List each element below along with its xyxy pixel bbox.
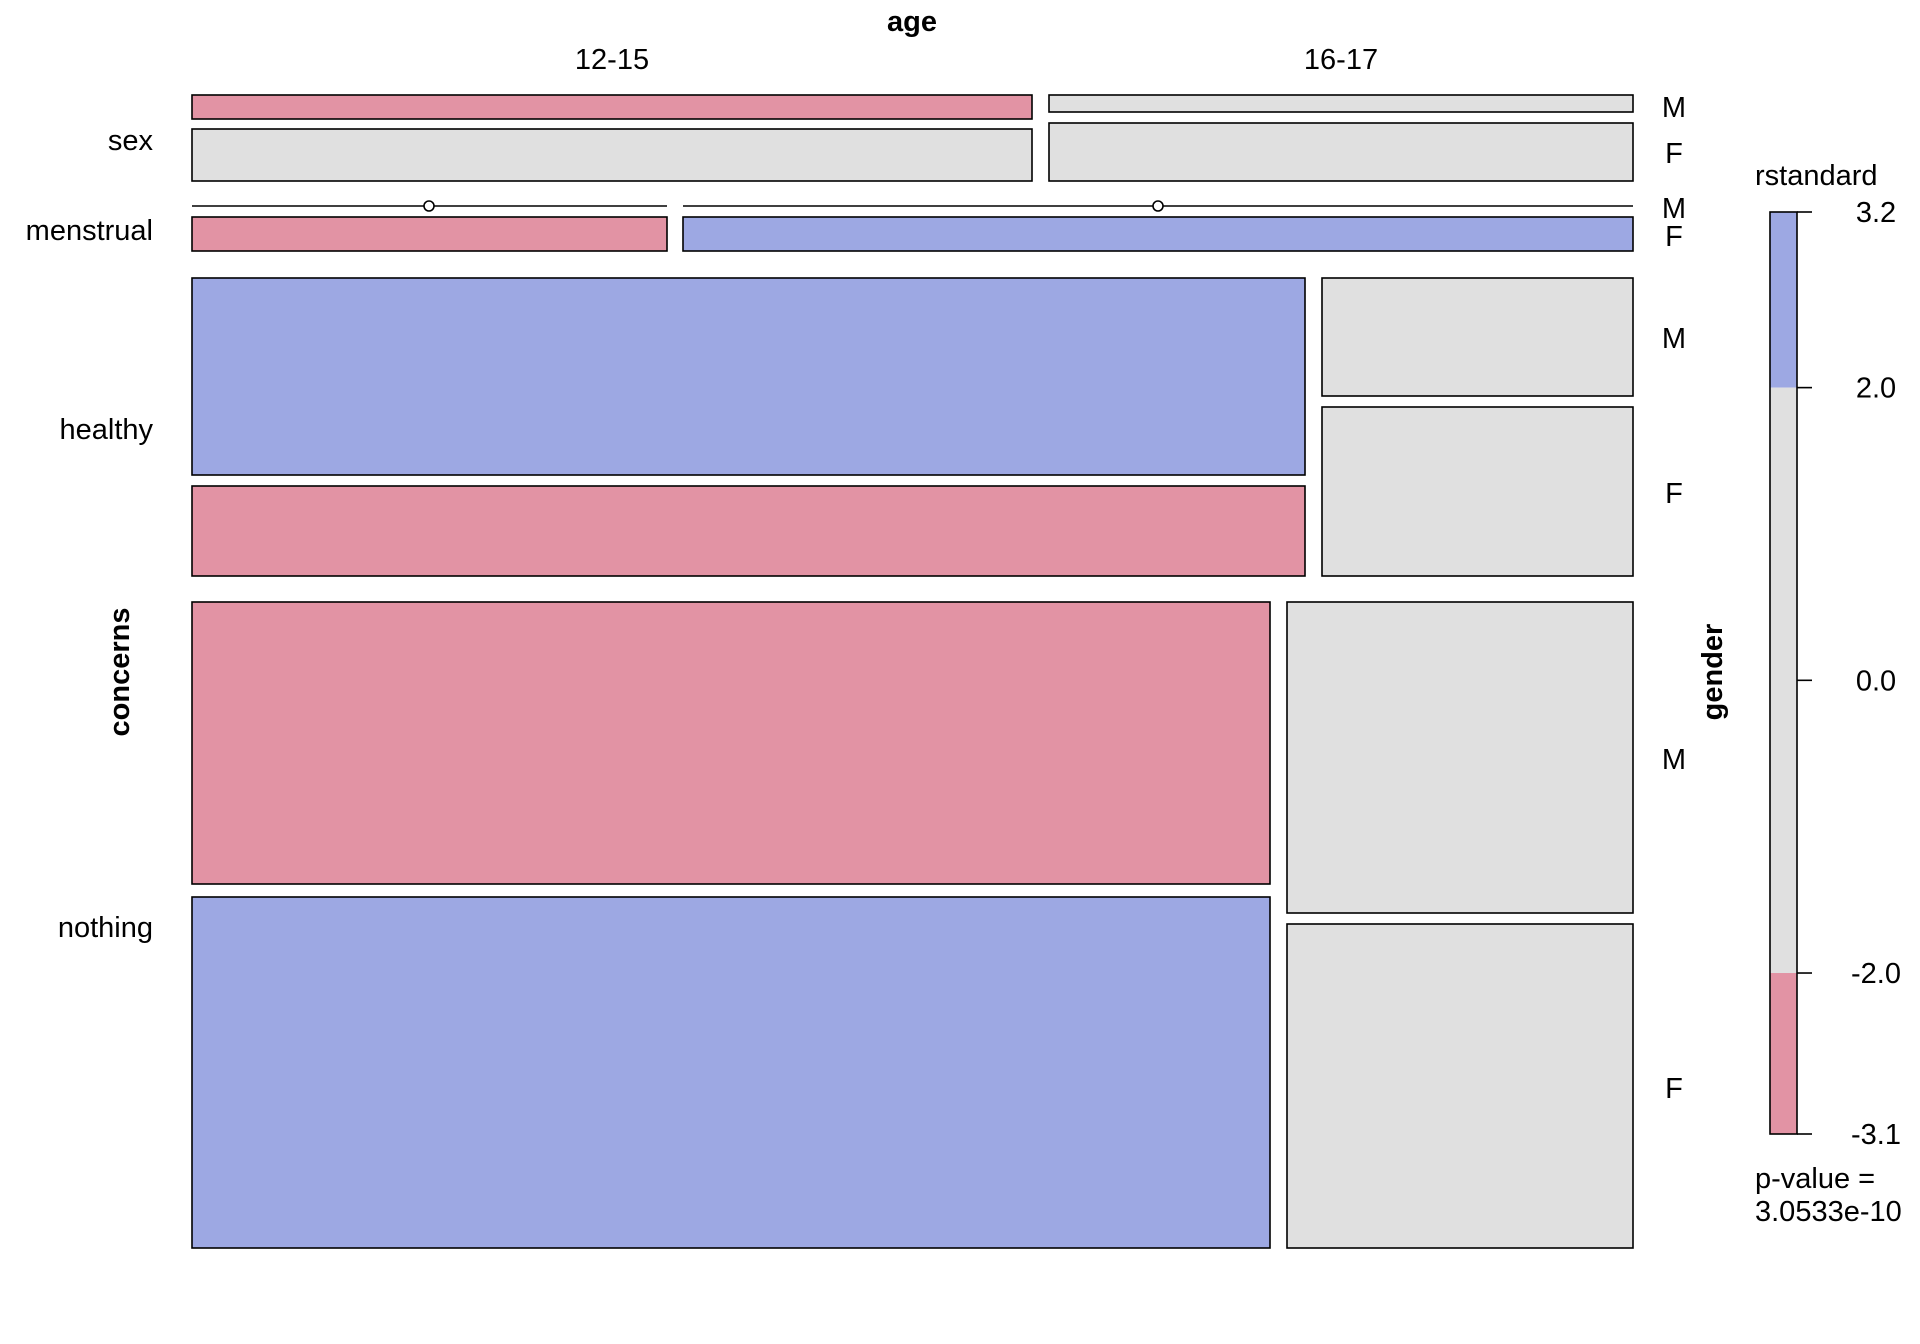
gender-level-label: F [1665,1073,1683,1105]
mosaic-tile-nothing-12-15-m [191,601,1271,885]
mosaic-tile-sex-12-15-f [191,128,1033,182]
legend-title: rstandard [1755,160,1878,192]
legend-tick-label: 0.0 [1856,665,1896,697]
column-level-label: 12-15 [575,44,649,76]
mosaic-tile-menstrual-12-15-f [191,216,668,252]
mosaic-tile-healthy-16-17-f [1321,406,1634,577]
row-level-label: nothing [58,912,153,944]
gender-level-label: M [1662,744,1686,776]
mosaic-empty-cell-marker [1152,200,1164,212]
legend-colorbar-frame [1769,211,1798,1135]
mosaic-tile-nothing-16-17-m [1286,601,1634,914]
gender-level-label: F [1665,478,1683,510]
gender-level-label: M [1662,323,1686,355]
mosaic-tile-nothing-16-17-f [1286,923,1634,1249]
legend-tick-label: -2.0 [1851,958,1901,990]
legend-colorbar [1769,211,1798,1135]
gender-level-label: M [1662,92,1686,124]
legend-axis: 3.2 2.0 0.0 -2.0 -3.1 [1797,197,1901,1151]
row-level-label: healthy [59,414,153,446]
mosaic-tile-sex-16-17-f [1048,122,1634,182]
mosaic-tile-menstrual-16-17-f [682,216,1634,252]
mosaic-tile-healthy-12-15-f [191,485,1306,577]
legend-tick-label: -3.1 [1851,1119,1901,1151]
split-variable-label: gender [1697,624,1729,721]
legend-tick-label: 2.0 [1856,373,1896,405]
legend-band-neutral [1770,387,1797,974]
mosaic-empty-cell-marker [423,200,435,212]
legend-pvalue: 3.0533e-10 [1755,1196,1902,1228]
legend-band-negative [1770,973,1797,1134]
legend-pvalue-label: p-value = [1755,1163,1875,1195]
column-variable-label: age [887,6,937,38]
column-level-label: 16-17 [1304,44,1378,76]
mosaic-tile-sex-16-17-m [1048,94,1634,113]
gender-level-label: F [1665,138,1683,170]
gender-level-label: F [1665,221,1683,253]
mosaic-tile-healthy-16-17-m [1321,277,1634,397]
legend-band-positive [1770,212,1797,388]
mosaic-tile-healthy-12-15-m [191,277,1306,476]
mosaic-tile-nothing-12-15-f [191,896,1271,1249]
gender-level-label: M [1662,193,1686,225]
row-variable-label: concerns [104,608,136,737]
row-level-label: menstrual [26,215,153,247]
legend-tick-label: 3.2 [1856,197,1896,229]
row-level-label: sex [108,125,154,157]
mosaic-tile-sex-12-15-m [191,94,1033,120]
